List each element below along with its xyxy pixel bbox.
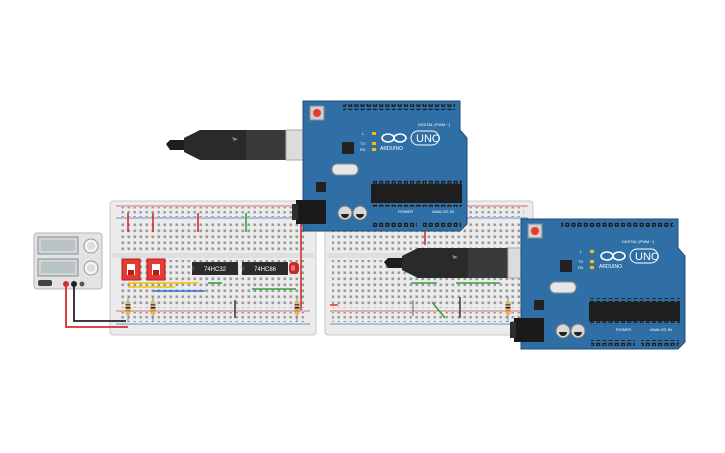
resistor-1[interactable]: [125, 296, 131, 322]
arduino-uno-2[interactable]: DIGITAL (PWM ~) ARDUINO UNO L TX RX POWE…: [384, 218, 686, 350]
label-l-1: L: [362, 131, 365, 136]
ic-label-74hc86: 74HC86: [254, 267, 277, 273]
power-supply[interactable]: [33, 232, 103, 290]
wires[interactable]: [65, 213, 500, 328]
label-l-2: L: [580, 249, 583, 254]
dip-switch-2[interactable]: [146, 258, 166, 281]
ic-label-74hc32: 74HC32: [204, 267, 227, 273]
arduino-uno-1[interactable]: DIGITAL (PWM ~) ARDUINO UNO L TX RX: [166, 100, 468, 232]
ic-74hc86[interactable]: 74HC86: [242, 262, 288, 275]
analog-header-label-1: ANALOG IN: [432, 209, 454, 214]
arduino-logo-1: ARDUINO UNO: [380, 130, 441, 152]
usb-cable-1[interactable]: [166, 129, 307, 161]
model-label-1: UNO: [416, 133, 441, 145]
resistors[interactable]: [125, 296, 511, 322]
resistor-4[interactable]: [505, 296, 511, 322]
resistor-2[interactable]: [150, 296, 156, 322]
led-red[interactable]: [289, 262, 299, 274]
digital-header-label-1: DIGITAL (PWM ~): [418, 122, 451, 127]
power-header-label-1: POWER: [398, 209, 413, 214]
label-rx-1: RX: [360, 147, 366, 152]
label-rx-2: RX: [578, 265, 584, 270]
label-tx-1: TX: [360, 141, 365, 146]
power-header-label-2: POWER: [616, 327, 631, 332]
brand-label-1: ARDUINO: [380, 146, 403, 152]
dip-switch-1[interactable]: [121, 258, 141, 281]
label-tx-2: TX: [578, 259, 583, 264]
analog-header-label-2: ANALOG IN: [650, 327, 672, 332]
ic-74hc32[interactable]: 74HC32: [192, 262, 238, 275]
brand-label-2: ARDUINO: [599, 264, 622, 270]
resistor-3[interactable]: [294, 296, 300, 322]
digital-header-label-2: DIGITAL (PWM ~): [622, 239, 655, 244]
model-label-2: UNO: [635, 251, 660, 263]
arduino-logo-2: ARDUINO UNO: [599, 248, 660, 270]
